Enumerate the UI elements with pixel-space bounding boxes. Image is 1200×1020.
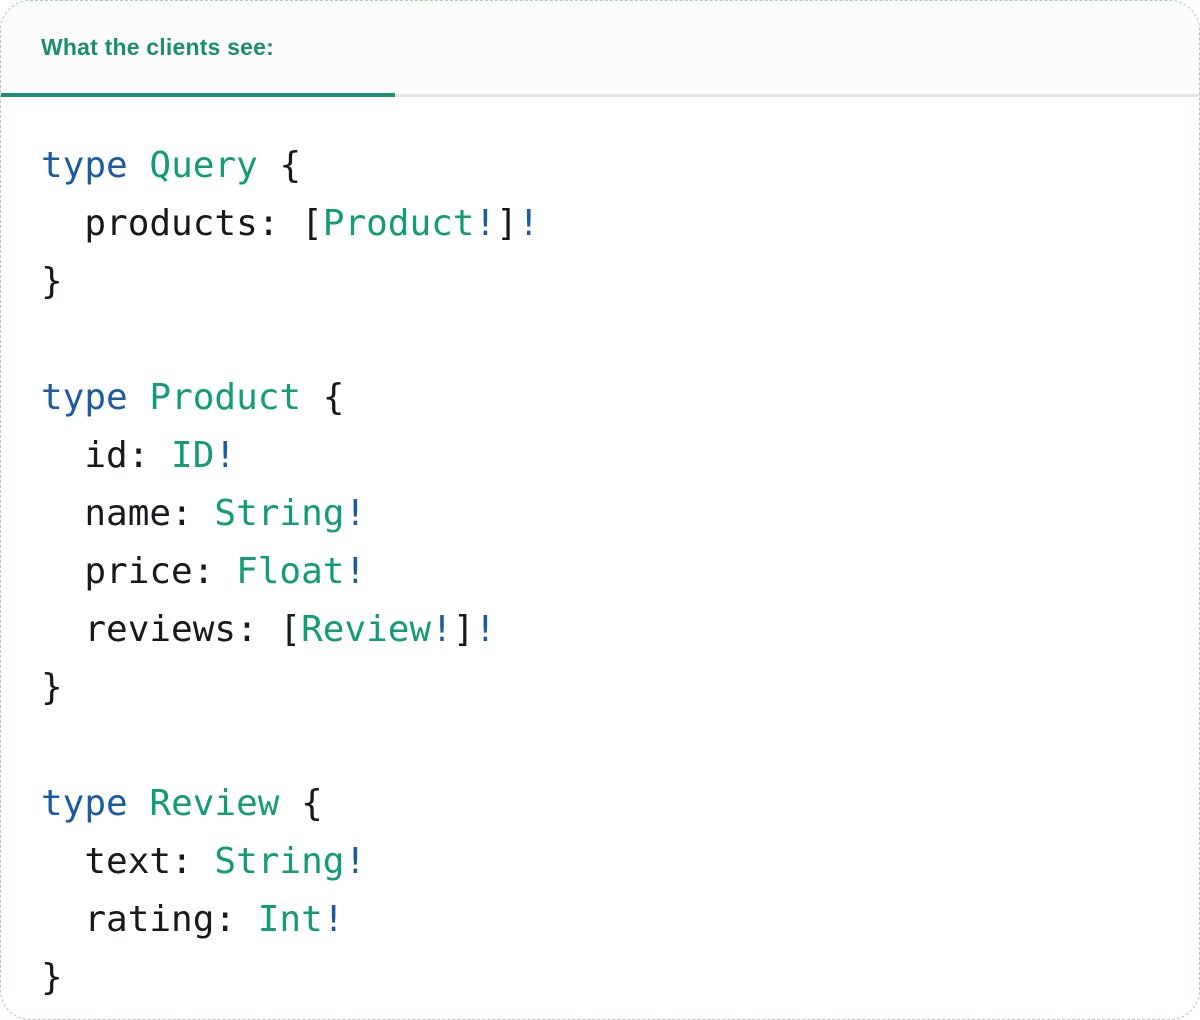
code-line: type Product { — [41, 369, 1159, 427]
code-token-pl: { — [301, 377, 345, 418]
tab-label: What the clients see: — [41, 34, 274, 60]
code-token-ty: ID — [171, 435, 215, 476]
code-token-pl — [128, 145, 150, 186]
graphql-schema-code-block: type Query { products: [Product!]!} type… — [1, 97, 1199, 1007]
code-token-kw: type — [41, 783, 128, 824]
code-token-pl — [128, 377, 150, 418]
code-token-ty: Float — [236, 551, 345, 592]
code-line: } — [41, 253, 1159, 311]
code-token-pl: products: [ — [41, 203, 323, 244]
code-token-pl: } — [41, 667, 63, 708]
tab-what-clients-see[interactable]: What the clients see: — [1, 1, 395, 97]
code-token-ty: Product — [322, 203, 475, 244]
code-token-pl — [128, 783, 150, 824]
code-token-pl: } — [41, 957, 63, 998]
code-token-pl: name: — [41, 493, 215, 534]
code-line: type Review { — [41, 775, 1159, 833]
code-token-pl: reviews: [ — [41, 609, 302, 650]
code-token-pl: { — [257, 145, 302, 186]
code-line: name: String! — [41, 485, 1159, 543]
code-token-ty: Review — [301, 609, 432, 650]
code-line — [41, 311, 1159, 369]
code-token-ty: Review — [149, 783, 280, 824]
code-line: text: String! — [41, 833, 1159, 891]
code-token-kw: ! — [474, 609, 497, 650]
code-token-kw: ! — [344, 493, 367, 534]
code-line: rating: Int! — [41, 891, 1159, 949]
code-token-ty: Query — [149, 145, 258, 186]
code-line: } — [41, 659, 1159, 717]
code-token-kw: ! — [474, 203, 497, 244]
code-line — [41, 717, 1159, 775]
code-token-pl: id: — [41, 435, 172, 476]
code-token-kw: ! — [517, 203, 540, 244]
code-token-pl: ] — [496, 203, 518, 244]
code-token-kw: ! — [431, 609, 453, 650]
code-token-kw: type — [41, 377, 128, 418]
code-token-kw: ! — [344, 551, 367, 592]
code-token-kw: ! — [344, 841, 367, 882]
code-token-kw: type — [41, 145, 128, 186]
code-line: products: [Product!]! — [41, 195, 1159, 253]
code-line: } — [41, 949, 1159, 1007]
code-token-pl: { — [279, 783, 323, 824]
code-token-ty: Product — [149, 377, 302, 418]
code-token-pl: ] — [452, 609, 475, 650]
code-token-pl: text: — [41, 841, 215, 882]
code-token-ty: String — [214, 841, 345, 882]
code-token-pl: price: — [41, 551, 237, 592]
tab-bar: What the clients see: — [1, 1, 1199, 97]
code-token-ty: Int — [257, 899, 323, 940]
code-line: reviews: [Review!]! — [41, 601, 1159, 659]
code-token-pl: rating: — [41, 899, 258, 940]
code-token-kw: ! — [322, 899, 345, 940]
code-line: id: ID! — [41, 427, 1159, 485]
code-token-pl: } — [41, 261, 63, 302]
code-token-ty: String — [214, 493, 345, 534]
code-line: price: Float! — [41, 543, 1159, 601]
code-token-kw: ! — [214, 435, 237, 476]
code-line: type Query { — [41, 137, 1159, 195]
